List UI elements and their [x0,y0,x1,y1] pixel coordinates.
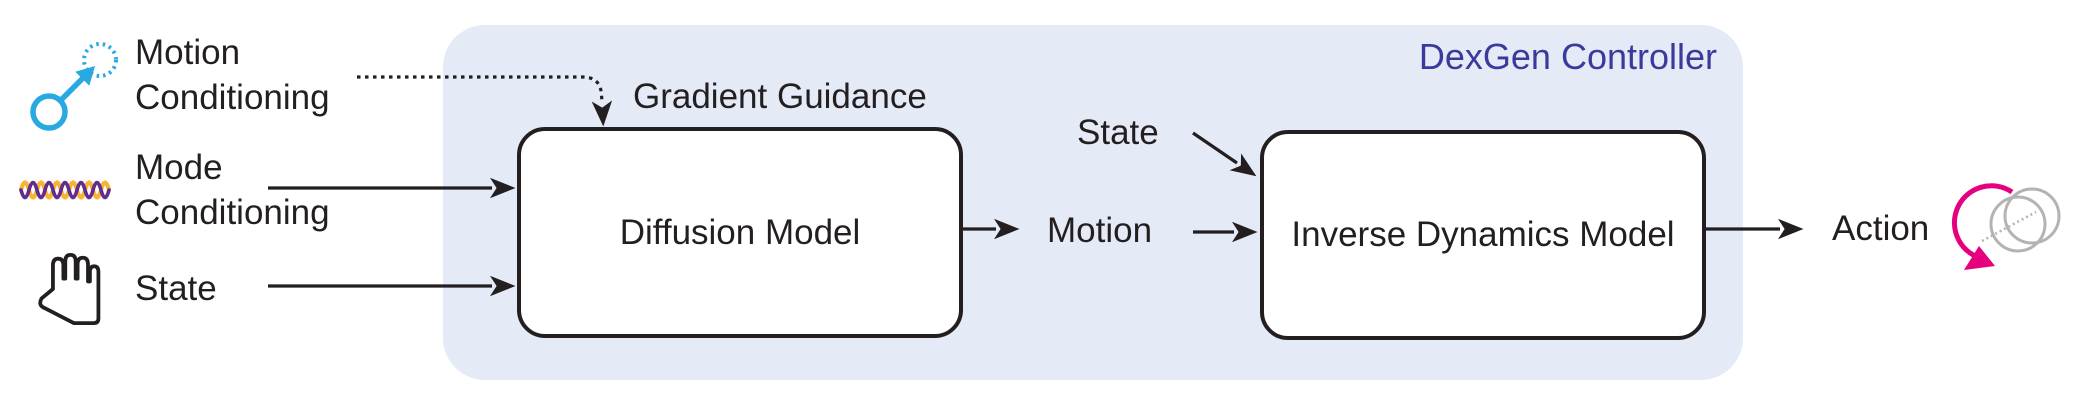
gradient-guidance-label: Gradient Guidance [633,77,927,116]
motion-mid-label: Motion [1047,211,1153,250]
rotation-arrow-icon [1951,183,2061,270]
panel-title: DexGen Controller [1418,36,1717,77]
state-to-idm-arrow [1192,131,1257,177]
state-input-label: State [135,269,217,308]
motion-conditioning-label: Motion Conditioning [135,33,330,117]
state-mid-label: State [1077,113,1159,152]
mode-conditioning-label: Mode Conditioning [135,148,330,232]
gradient-guidance-dotted-arrow [357,75,613,127]
diffusion-model-node: Diffusion Model [517,127,963,338]
mode-waves-icon [18,180,112,200]
action-output-label: Action [1832,209,1930,248]
hand-state-icon [38,253,101,325]
motion-trajectory-icon [30,42,118,131]
diffusion-model-label: Diffusion Model [619,212,861,252]
inverse-dynamics-model-label: Inverse Dynamics Model [1291,215,1675,254]
inverse-dynamics-model-node: Inverse Dynamics Model [1260,130,1706,340]
